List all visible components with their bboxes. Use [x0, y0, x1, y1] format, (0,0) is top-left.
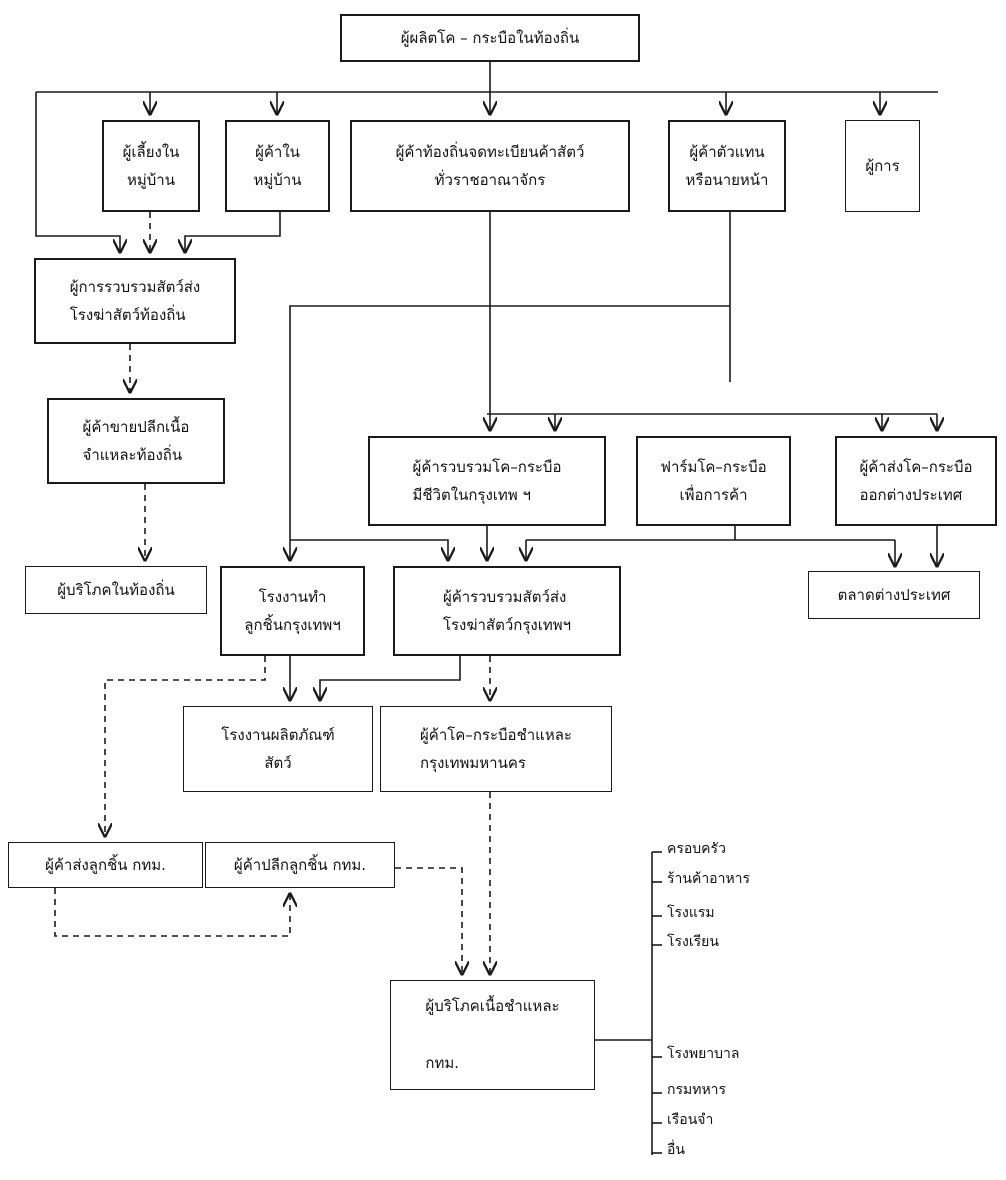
node-label: ผู้ค้าปลีกลูกชิ้น กทม. — [233, 855, 367, 874]
connector-line — [290, 539, 448, 560]
node-label: ผู้การรวบรวมสัตว์ส่ง โรงฆ่าสัตว์ท้องถิ่น — [69, 277, 201, 325]
end-consumer-label: โรงพยาบาล — [667, 1046, 740, 1062]
connector-line — [35, 92, 120, 252]
node-label: ผู้ค้าตัวแทน หรือนายหน้า — [685, 142, 769, 190]
end-consumer-label: ร้านค้าอาหาร — [667, 871, 751, 887]
node-local-producers: ผู้ผลิตโค – กระบือในท้องถิ่น — [340, 14, 640, 62]
node-meatball-factory: โรงงานทำ ลูกชิ้นกรุงเทพฯ — [220, 566, 365, 656]
connector-line — [290, 305, 490, 560]
node-label: ผู้ค้าส่งโค–กระบือ ออกต่างประเทศ — [859, 457, 973, 505]
node-bkk-meat-consumer: ผู้บริโภคเนื้อชำแหละ กทม. — [390, 980, 595, 1090]
node-foreign-market: ตลาดต่างประเทศ — [808, 571, 980, 619]
node-meatball-retail: ผู้ค้าปลีกลูกชิ้น กทม. — [205, 842, 395, 888]
dashed-connector — [105, 656, 266, 836]
node-label: ผู้ค้าส่งลูกชิ้น กทม. — [45, 855, 166, 874]
node-label: ตลาดต่างประเทศ — [837, 585, 951, 604]
node-label: ผู้ค้าท้องถิ่นจดทะเบียนค้าสัตว์ ทั่วราชอ… — [395, 142, 585, 190]
node-label: ผู้ผลิตโค – กระบือในท้องถิ่น — [400, 28, 580, 47]
node-label: โรงงานทำ ลูกชิ้นกรุงเทพฯ — [244, 587, 341, 635]
node-label: ผู้ค้าใน หมู่บ้าน — [253, 142, 302, 190]
node-local-consumer: ผู้บริโภคในท้องถิ่น — [25, 566, 207, 614]
node-label: โรงงานผลิตภัณฑ์ สัตว์ — [221, 725, 335, 773]
node-village-trader: ผู้ค้าใน หมู่บ้าน — [225, 120, 330, 212]
node-label: ผู้เลี้ยงใน หมู่บ้าน — [122, 142, 180, 190]
end-consumer-label: อื่น — [667, 1142, 685, 1158]
node-label: ผู้ค้าขายปลีกเนื้อ จำแหละท้องถิ่น — [82, 417, 190, 465]
connector-line — [185, 212, 281, 252]
dashed-connector — [395, 867, 462, 974]
node-meatball-wholesale: ผู้ค้าส่งลูกชิ้น กทม. — [8, 842, 203, 888]
node-bkk-live-collector: ผู้ค้ารวบรวมโค–กระบือ มีชีวิตในกรุงเทพ ฯ — [368, 436, 606, 526]
node-label: ผู้บริโภคเนื้อชำแหละ กทม. — [425, 997, 560, 1073]
node-other-trader: ผู้การ — [845, 120, 920, 212]
end-consumer-label: ครอบครัว — [667, 841, 726, 857]
node-bkk-slaughter-collector: ผู้ค้ารวบรวมสัตว์ส่ง โรงฆ่าสัตว์กรุงเทพฯ — [393, 566, 621, 656]
node-label: ผู้ค้ารวบรวมโค–กระบือ มีชีวิตในกรุงเทพ ฯ — [412, 457, 562, 505]
end-consumer-label: กรมทหาร — [667, 1082, 727, 1098]
dashed-connector — [54, 888, 290, 937]
node-byproduct-factory: โรงงานผลิตภัณฑ์ สัตว์ — [183, 706, 373, 792]
node-label: ฟาร์มโค–กระบือ เพื่อการค้า — [660, 457, 767, 505]
node-label: ผู้การ — [865, 156, 900, 175]
node-exporter: ผู้ค้าส่งโค–กระบือ ออกต่างประเทศ — [835, 436, 997, 526]
node-label: ผู้ค้ารวบรวมสัตว์ส่ง โรงฆ่าสัตว์กรุงเทพฯ — [442, 587, 572, 635]
node-registered-trader: ผู้ค้าท้องถิ่นจดทะเบียนค้าสัตว์ ทั่วราชอ… — [350, 120, 630, 212]
node-local-retail-meat: ผู้ค้าขายปลีกเนื้อ จำแหละท้องถิ่น — [47, 398, 225, 484]
node-label: ผู้บริโภคในท้องถิ่น — [57, 580, 175, 599]
end-consumer-label: โรงเรียน — [667, 934, 719, 950]
connector-line — [320, 656, 461, 700]
node-village-raiser: ผู้เลี้ยงใน หมู่บ้าน — [102, 120, 200, 212]
node-bkk-butcher: ผู้ค้าโค–กระบือชำแหละ กรุงเทพมหานคร — [380, 706, 612, 792]
node-agent-broker: ผู้ค้าตัวแทน หรือนายหน้า — [668, 120, 786, 212]
node-local-collector: ผู้การรวบรวมสัตว์ส่ง โรงฆ่าสัตว์ท้องถิ่น — [34, 258, 236, 344]
node-commercial-farm: ฟาร์มโค–กระบือ เพื่อการค้า — [636, 436, 791, 526]
end-consumer-label: โรงแรม — [667, 905, 715, 921]
node-label: ผู้ค้าโค–กระบือชำแหละ กรุงเทพมหานคร — [420, 725, 572, 773]
end-consumer-label: เรือนจำ — [667, 1112, 714, 1128]
